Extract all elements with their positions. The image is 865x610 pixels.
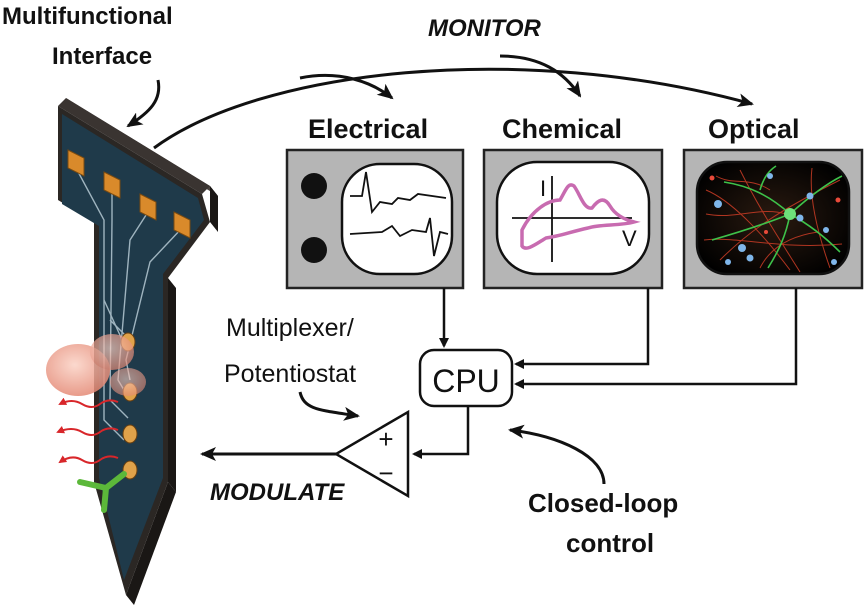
knob-icon	[301, 237, 327, 263]
closed-loop-label-line1: Closed-loop	[528, 488, 678, 518]
interface-label-line2: Interface	[52, 43, 152, 70]
electrical-label: Electrical	[308, 114, 428, 144]
light-emission-rays	[56, 397, 119, 464]
closed-loop-pointer-arrow	[508, 424, 606, 485]
cells	[46, 334, 146, 396]
neuron-image	[703, 165, 843, 273]
cpu-box	[418, 348, 514, 408]
cyclic-voltammogram	[520, 183, 641, 250]
spike-trace-bottom	[349, 217, 449, 257]
chemical-label: Chemical	[502, 114, 622, 144]
closed-loop-label-line2: control	[566, 528, 654, 558]
receptor-icon	[77, 471, 127, 513]
spike-trace-top	[350, 171, 447, 215]
multiplexer-pointer-arrow	[298, 391, 360, 421]
multiplexer-label-line2: Potentiostat	[224, 360, 356, 388]
modulate-label: MODULATE	[210, 479, 345, 506]
interface-pointer-arrow	[126, 79, 161, 128]
cv-voltage-axis-label: V	[622, 226, 637, 251]
monitor-label: MONITOR	[428, 15, 542, 42]
amplifier-plus: +	[378, 424, 393, 454]
knob-icon	[301, 173, 327, 199]
electrode-pads	[67, 149, 191, 239]
amplifier-minus: −	[378, 458, 393, 488]
multiplexer-label-line1: Multiplexer/	[226, 314, 354, 342]
chemical-monitor: I V	[482, 148, 664, 290]
optical-label: Optical	[708, 114, 800, 144]
cpu-label: CPU	[432, 363, 500, 399]
signal-wires	[200, 288, 798, 461]
cv-current-axis-label: I	[540, 176, 546, 201]
electrical-monitor	[285, 148, 465, 290]
optical-monitor	[682, 148, 864, 290]
amplifier-triangle	[333, 409, 410, 499]
interface-label-line1: Multifunctional	[2, 3, 173, 30]
monitor-arrows	[153, 54, 754, 150]
